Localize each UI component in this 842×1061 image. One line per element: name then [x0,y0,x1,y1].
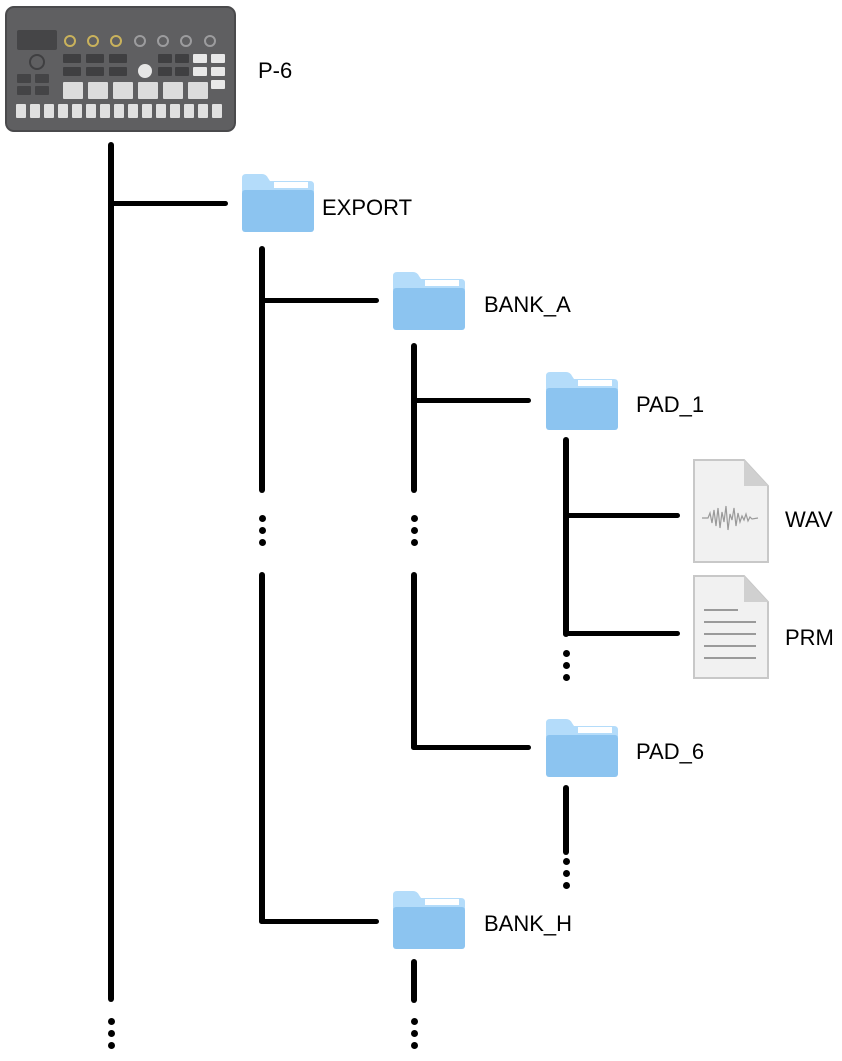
bank-h-branch-line [411,959,417,1003]
text-file-icon[interactable] [692,574,770,664]
ellipsis-dots [108,1018,116,1054]
connector-prm [563,631,680,636]
root-label: P-6 [258,58,292,84]
folder-label-pad-6: PAD_6 [636,739,704,765]
connector-pad-6 [411,745,531,750]
sampler-device-icon [5,6,236,132]
file-label-wav: WAV [785,507,833,533]
export-branch-line [259,246,265,493]
folder-icon[interactable] [391,889,467,951]
folder-icon[interactable] [391,270,467,332]
connector-pad-1 [411,398,531,403]
export-branch-line-lower [259,572,265,924]
connector-export [108,201,228,206]
folder-icon[interactable] [240,172,316,234]
ellipsis-dots [411,515,419,551]
folder-label-export: EXPORT [322,195,412,221]
ellipsis-dots [563,858,571,894]
pad-6-branch-line [563,785,569,855]
folder-label-bank-a: BANK_A [484,292,571,318]
file-label-prm: PRM [785,625,834,651]
pad-1-branch-line [563,437,569,637]
tree-trunk-line [108,142,114,1002]
ellipsis-dots [563,650,571,686]
folder-label-bank-h: BANK_H [484,911,572,937]
connector-wav [563,513,680,518]
connector-bank-h [259,919,379,924]
folder-icon[interactable] [544,370,620,432]
folder-label-pad-1: PAD_1 [636,392,704,418]
ellipsis-dots [259,515,267,551]
bank-a-branch-line-lower [411,572,417,750]
waveform-file-icon[interactable] [692,458,770,548]
ellipsis-dots [411,1018,419,1054]
folder-icon[interactable] [544,717,620,779]
bank-a-branch-line [411,343,417,493]
connector-bank-a [259,298,379,303]
